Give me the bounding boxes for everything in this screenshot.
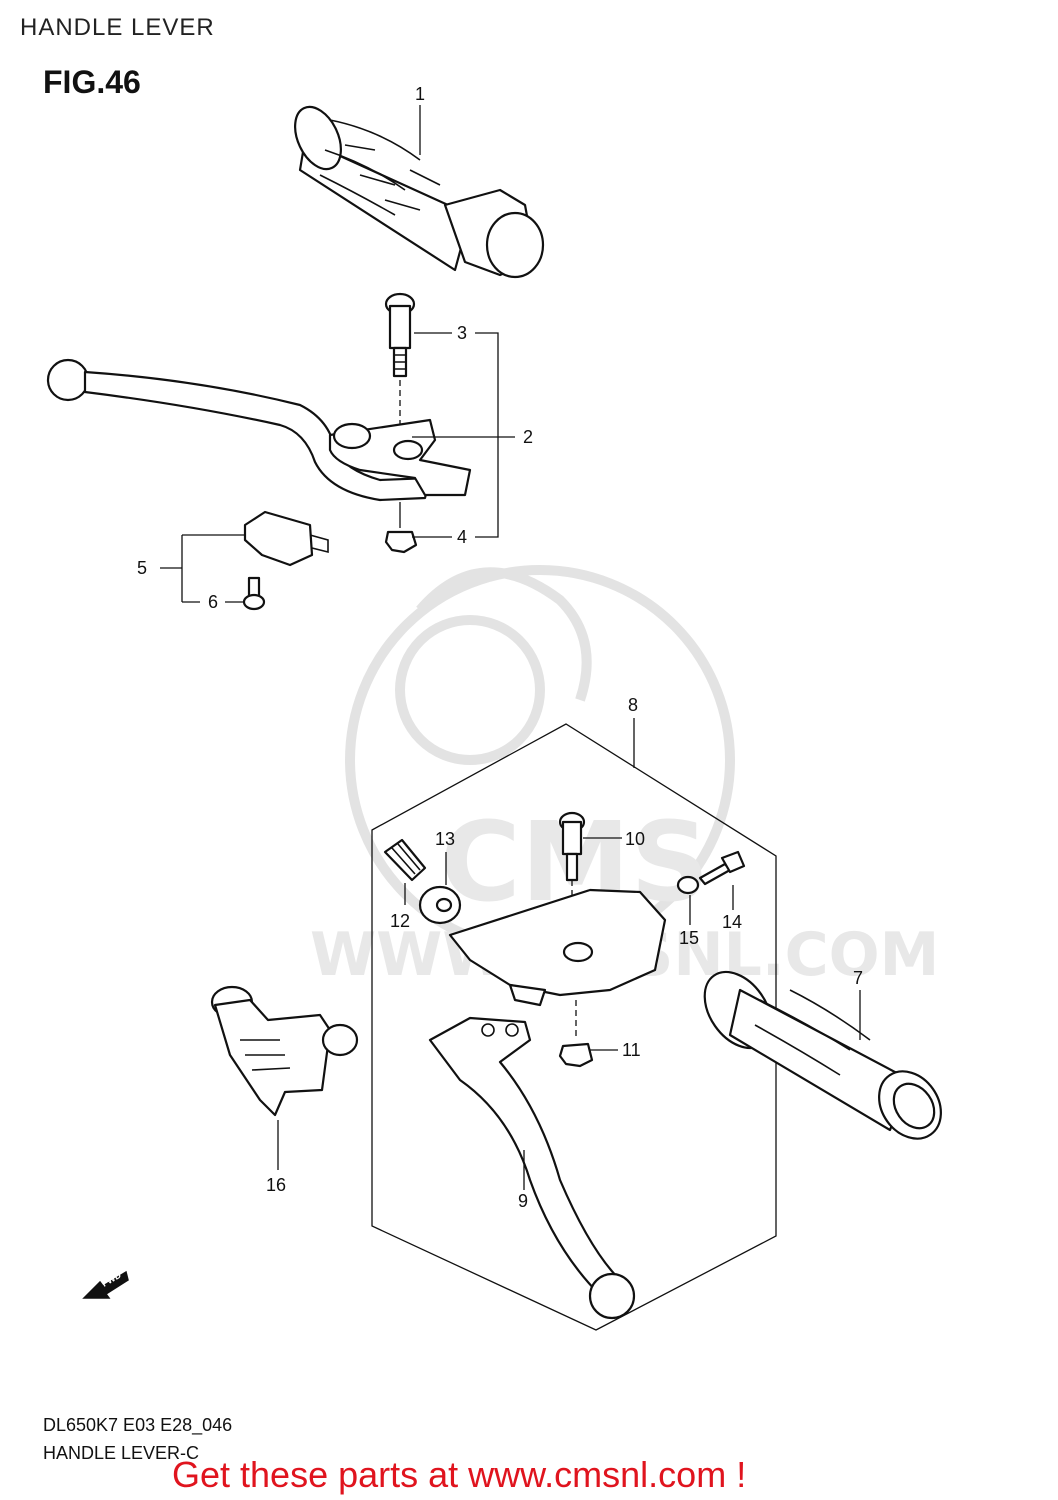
promo-link[interactable]: Get these parts at www.cmsnl.com ! — [172, 1454, 747, 1495]
callout-15: 15 — [679, 928, 699, 948]
part-12-adjuster — [383, 838, 427, 882]
callout-5: 5 — [137, 558, 147, 578]
callout-2: 2 — [523, 427, 533, 447]
callout-16: 16 — [266, 1175, 286, 1195]
callout-12: 12 — [390, 911, 410, 931]
callout-9: 9 — [518, 1191, 528, 1211]
part-15-washer — [676, 875, 700, 895]
callout-13: 13 — [435, 829, 455, 849]
callout-10: 10 — [625, 829, 645, 849]
fwd-arrow-icon: FWD — [82, 1270, 129, 1299]
figure-number: FIG.46 — [43, 64, 141, 100]
callout-labels: 1 2 3 4 5 6 7 8 9 10 11 12 13 14 15 16 — [137, 84, 863, 1211]
leader-lines — [160, 105, 861, 1190]
part-5-switch — [243, 510, 329, 567]
model-code: DL650K7 E03 E28_046 — [43, 1415, 233, 1435]
part-11-nut — [558, 1000, 594, 1068]
assembly-8-outline — [371, 723, 777, 1331]
callout-6: 6 — [208, 592, 218, 612]
part-6-screw — [242, 576, 266, 611]
part-7-grip — [703, 970, 942, 1140]
part-8-holder — [448, 888, 667, 1007]
diagram-caption: HANDLE LEVER-C — [43, 1443, 200, 1463]
callout-3: 3 — [457, 323, 467, 343]
part-10-bolt — [558, 811, 586, 940]
callout-14: 14 — [722, 912, 742, 932]
page-title: HANDLE LEVER — [20, 14, 215, 41]
part-3-bolt — [384, 292, 416, 440]
part-4-nut — [384, 502, 418, 554]
part-13-locknut — [418, 885, 462, 925]
part-9-clutch-lever — [428, 1016, 636, 1320]
part-16-clutch-switch — [210, 985, 359, 1170]
callout-7: 7 — [853, 968, 863, 988]
callout-4: 4 — [457, 527, 467, 547]
callout-1: 1 — [415, 84, 425, 104]
callout-8: 8 — [628, 695, 638, 715]
callout-11: 11 — [622, 1040, 641, 1060]
part-2-brake-lever — [46, 358, 472, 502]
part-14-bolt — [698, 850, 746, 886]
part-1-grip — [294, 105, 545, 279]
